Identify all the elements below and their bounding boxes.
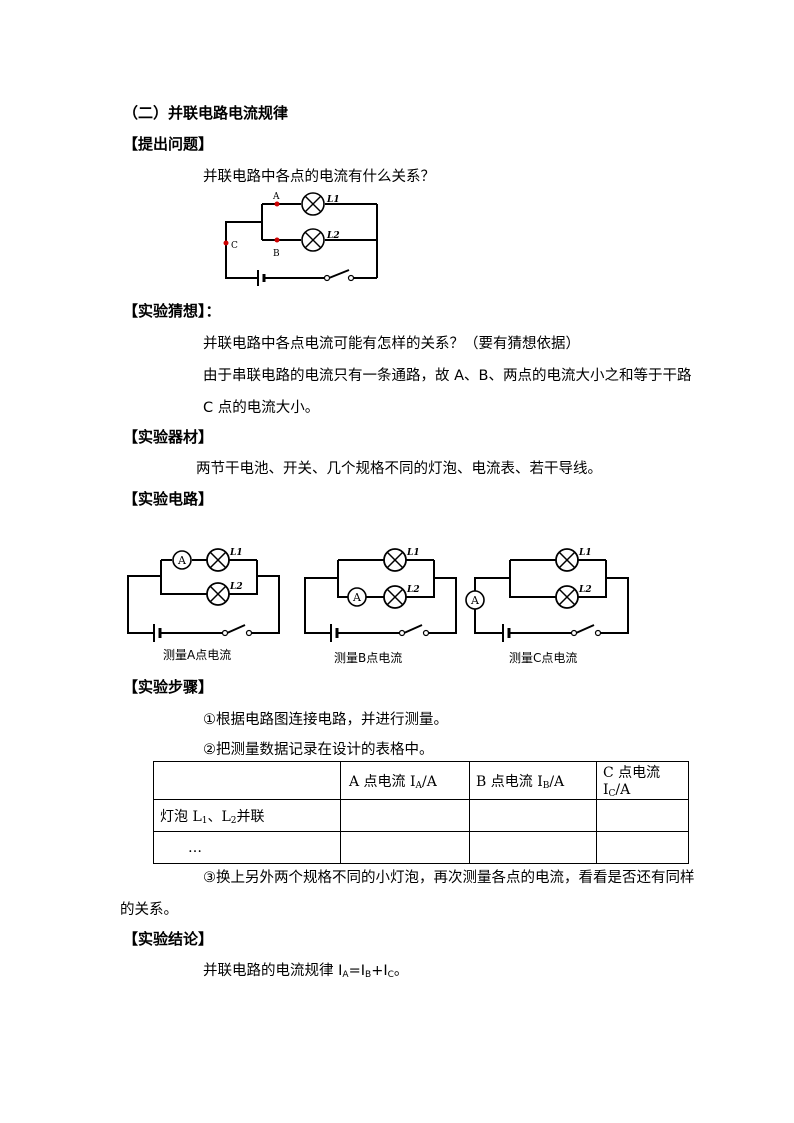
table-cell-a[interactable] xyxy=(340,831,470,864)
hypothesis-line-2: 由于串联电路的电流只有一条通路，故 A、B、两点的电流大小之和等于干路 xyxy=(203,368,692,384)
question-circuit-diagram: A B C L1 L2 xyxy=(223,192,378,286)
measurement-circuits: A L1 L2 A L1 L2 xyxy=(127,548,629,642)
circuit-b-l2-label: L2 xyxy=(406,585,420,595)
circuit-measure-a: A L1 L2 xyxy=(127,548,280,642)
table-row: … xyxy=(153,831,689,864)
ammeter-a-symbol: A xyxy=(177,554,187,567)
hypothesis-line-1: 并联电路中各点电流可能有怎样的关系？（要有猜想依据） xyxy=(203,336,580,352)
question-text: 并联电路中各点的电流有什么关系？ xyxy=(203,169,435,185)
step-3-line-1: ③换上另外两个规格不同的小灯泡，再次测量各点的电流，看看是否还有同样 xyxy=(203,870,695,886)
ammeter-b-symbol: A xyxy=(352,591,362,604)
table-cell-c[interactable] xyxy=(596,799,689,832)
lamp-l2-label: L2 xyxy=(326,231,340,241)
table-header-row: A 点电流 IA/A B 点电流 IB/A C 点电流 IC/A xyxy=(153,761,689,800)
step-3-line-2: 的关系。 xyxy=(120,902,178,918)
steps-heading: 【实验步骤】 xyxy=(123,678,214,696)
conclusion-heading: 【实验结论】 xyxy=(123,930,214,948)
step-1: ①根据电路图连接电路，并进行测量。 xyxy=(203,712,448,728)
materials-heading: 【实验器材】 xyxy=(123,428,214,446)
materials-text: 两节干电池、开关、几个规格不同的灯泡、电流表、若干导线。 xyxy=(196,461,602,477)
point-c-label: C xyxy=(231,241,238,251)
circuit-heading: 【实验电路】 xyxy=(123,490,214,508)
section-title: （二）并联电路电流规律 xyxy=(123,104,289,122)
point-a-label: A xyxy=(272,192,280,202)
step-2: ②把测量数据记录在设计的表格中。 xyxy=(203,742,434,758)
circuit-a-l1-label: L1 xyxy=(229,548,243,558)
table-cell-b[interactable] xyxy=(469,799,597,832)
table-header-c: C 点电流 IC/A xyxy=(596,761,689,800)
table-row-ellipsis: … xyxy=(153,831,341,864)
circuit-c-l1-label: L1 xyxy=(578,548,592,558)
table-header-a: A 点电流 IA/A xyxy=(340,761,470,800)
table-row-label: 灯泡 L1、L2并联 xyxy=(153,799,341,832)
table-cell-a[interactable] xyxy=(340,799,470,832)
circuit-b-l1-label: L1 xyxy=(406,548,420,558)
point-b-label: B xyxy=(273,249,280,259)
conclusion-text: 并联电路的电流规律 IA=IB+IC。 xyxy=(203,963,409,980)
table-cell-c[interactable] xyxy=(596,831,689,864)
measurement-table: A 点电流 IA/A B 点电流 IB/A C 点电流 IC/A 灯泡 L1、L… xyxy=(153,761,689,864)
circuit-a-l2-label: L2 xyxy=(229,582,243,592)
circuit-measure-b: A L1 L2 xyxy=(304,548,457,642)
table-row: 灯泡 L1、L2并联 xyxy=(153,799,689,832)
table-header-b: B 点电流 IB/A xyxy=(469,761,597,800)
table-header-blank xyxy=(153,761,341,800)
caption-measure-c: 测量C点电流 xyxy=(509,651,578,665)
lamp-l1-label: L1 xyxy=(326,195,340,205)
caption-measure-a: 测量A点电流 xyxy=(163,648,232,662)
ammeter-c-symbol: A xyxy=(470,594,480,607)
circuit-measure-c: A L1 L2 xyxy=(465,548,629,642)
hypothesis-line-3: C 点的电流大小。 xyxy=(203,400,320,416)
hypothesis-heading: 【实验猜想】： xyxy=(123,302,221,320)
caption-measure-b: 测量B点电流 xyxy=(334,651,403,665)
circuit-c-l2-label: L2 xyxy=(578,585,592,595)
table-cell-b[interactable] xyxy=(469,831,597,864)
question-heading: 【提出问题】 xyxy=(123,135,214,153)
